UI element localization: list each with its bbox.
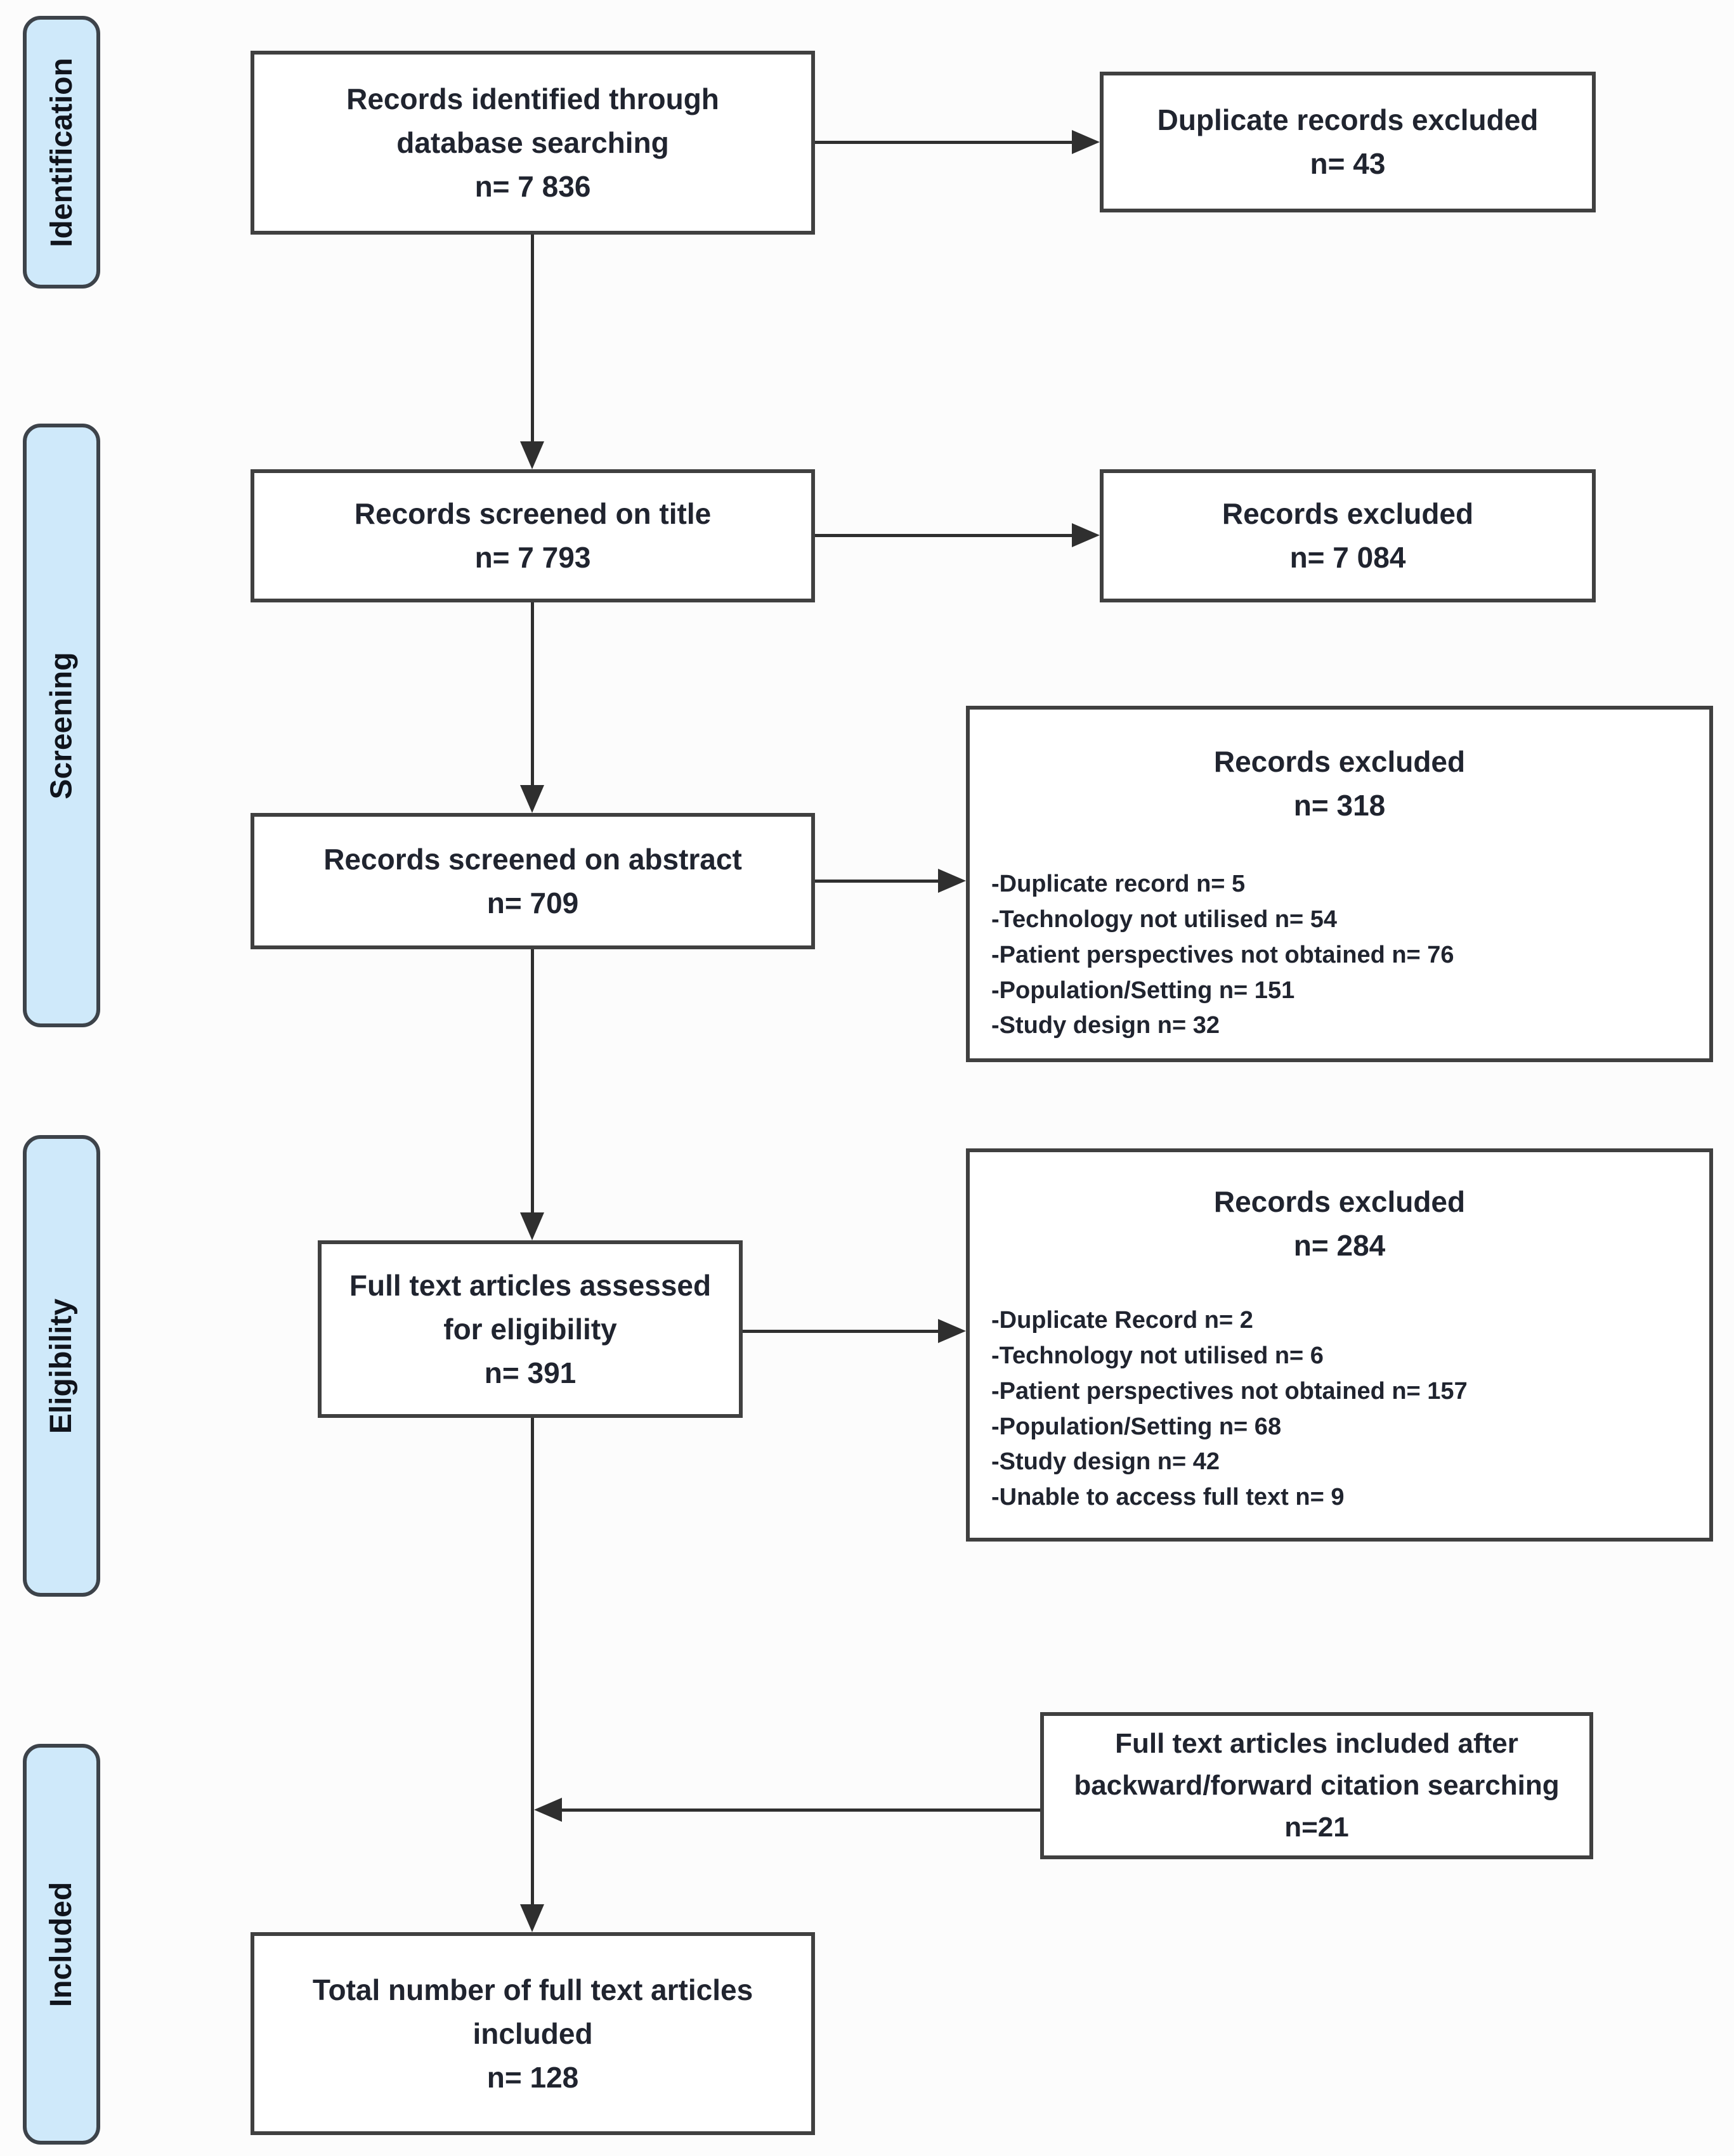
exclusion-reason: -Patient perspectives not obtained n= 76 <box>991 941 1454 968</box>
flow-line-fulltext-to-excluded <box>743 1330 939 1333</box>
flow-line-citation-to-main <box>562 1809 1040 1812</box>
box-records-excluded-fulltext: Records excluded n= 284 -Duplicate Recor… <box>966 1148 1713 1542</box>
exclusion-reason: -Population/Setting n= 151 <box>991 977 1295 1004</box>
box-total-included-count: n= 128 <box>486 2060 579 2094</box>
box-records-excluded-abstract-title: Records excluded <box>1213 745 1466 778</box>
box-records-identified-line2: database searching <box>396 126 669 159</box>
box-fulltext-assessed: Full text articles assessed for eligibil… <box>318 1240 743 1418</box>
arrowhead-right-icon <box>938 869 966 893</box>
arrowhead-right-icon <box>1072 523 1100 547</box>
box-records-identified-line1: Records identified through <box>346 82 719 115</box>
box-citation-searching-line2: backward/forward citation searching <box>1074 1770 1560 1801</box>
box-records-identified-count: n= 7 836 <box>474 169 591 203</box>
box-records-identified: Records identified through database sear… <box>251 51 815 235</box>
exclusion-reason: -Duplicate record n= 5 <box>991 871 1246 897</box>
box-records-excluded-abstract-count: n= 318 <box>1293 789 1386 822</box>
box-fulltext-assessed-line2: for eligibility <box>443 1312 617 1346</box>
stage-label-screening: Screening <box>23 424 100 1027</box>
box-citation-searching-count: n=21 <box>1284 1812 1349 1843</box>
box-total-included-line1: Total number of full text articles <box>312 1973 753 2006</box>
flow-line-abstract-to-fulltext <box>531 949 534 1213</box>
exclusion-reason: -Technology not utilised n= 6 <box>991 1342 1324 1369</box>
box-records-excluded-fulltext-count: n= 284 <box>1293 1229 1386 1262</box>
box-records-screened-title-line1: Records screened on title <box>354 497 712 530</box>
exclusion-reason: -Technology not utilised n= 54 <box>991 906 1338 933</box>
arrowhead-down-icon <box>520 1904 544 1932</box>
arrowhead-down-icon <box>520 441 544 469</box>
box-records-excluded-abstract: Records excluded n= 318 -Duplicate recor… <box>966 706 1713 1062</box>
box-duplicate-records-excluded: Duplicate records excluded n= 43 <box>1100 72 1596 212</box>
stage-label-eligibility-text: Eligibility <box>44 1298 79 1434</box>
box-records-excluded-fulltext-title: Records excluded <box>1213 1185 1466 1218</box>
exclusion-reason: -Study design n= 42 <box>991 1448 1220 1476</box>
box-total-included: Total number of full text articles inclu… <box>251 1932 815 2135</box>
exclusion-reason: -Unable to access full text n= 9 <box>991 1484 1345 1511</box>
arrowhead-right-icon <box>938 1319 966 1343</box>
box-citation-searching-line1: Full text articles included after <box>1115 1728 1518 1759</box>
box-records-screened-abstract-line1: Records screened on abstract <box>323 842 742 876</box>
exclusion-reason: -Study design n= 32 <box>991 1012 1220 1039</box>
box-records-screened-abstract-count: n= 709 <box>486 886 579 919</box>
box-fulltext-assessed-line1: Full text articles assessed <box>349 1268 712 1302</box>
exclusion-reason: -Population/Setting n= 68 <box>991 1413 1282 1440</box>
stage-label-eligibility: Eligibility <box>23 1135 100 1597</box>
arrowhead-down-icon <box>520 1212 544 1240</box>
flow-line-identified-to-screened-title <box>531 235 534 443</box>
box-records-screened-title-count: n= 7 793 <box>474 541 591 574</box>
box-records-screened-abstract: Records screened on abstract n= 709 <box>251 813 815 949</box>
flow-line-title-to-excluded <box>815 534 1073 537</box>
box-records-excluded-title-line1: Records excluded <box>1222 497 1474 530</box>
box-total-included-line2: included <box>473 2016 593 2050</box>
stage-label-screening-text: Screening <box>44 651 79 800</box>
box-records-screened-title: Records screened on title n= 7 793 <box>251 469 815 602</box>
box-citation-searching: Full text articles included after backwa… <box>1040 1712 1593 1859</box>
stage-label-identification: Identification <box>23 16 100 289</box>
arrowhead-down-icon <box>520 785 544 813</box>
exclusion-reason: -Patient perspectives not obtained n= 15… <box>991 1377 1468 1405</box>
flow-line-identified-to-duplicates <box>815 141 1073 144</box>
box-records-excluded-title: Records excluded n= 7 084 <box>1100 469 1596 602</box>
flow-line-title-to-abstract <box>531 602 534 786</box>
box-duplicate-records-excluded-line1: Duplicate records excluded <box>1157 103 1539 136</box>
box-duplicate-records-excluded-count: n= 43 <box>1310 147 1386 180</box>
arrowhead-left-icon <box>534 1798 562 1822</box>
box-fulltext-assessed-count: n= 391 <box>484 1356 577 1389</box>
exclusion-reason: -Duplicate Record n= 2 <box>991 1307 1253 1334</box>
box-records-excluded-title-count: n= 7 084 <box>1289 541 1406 574</box>
flow-line-fulltext-to-total <box>531 1418 534 1905</box>
arrowhead-right-icon <box>1072 130 1100 154</box>
flow-line-abstract-to-excluded <box>815 880 939 883</box>
stage-label-identification-text: Identification <box>44 57 79 247</box>
stage-label-included-text: Included <box>44 1881 79 2007</box>
stage-label-included: Included <box>23 1744 100 2145</box>
